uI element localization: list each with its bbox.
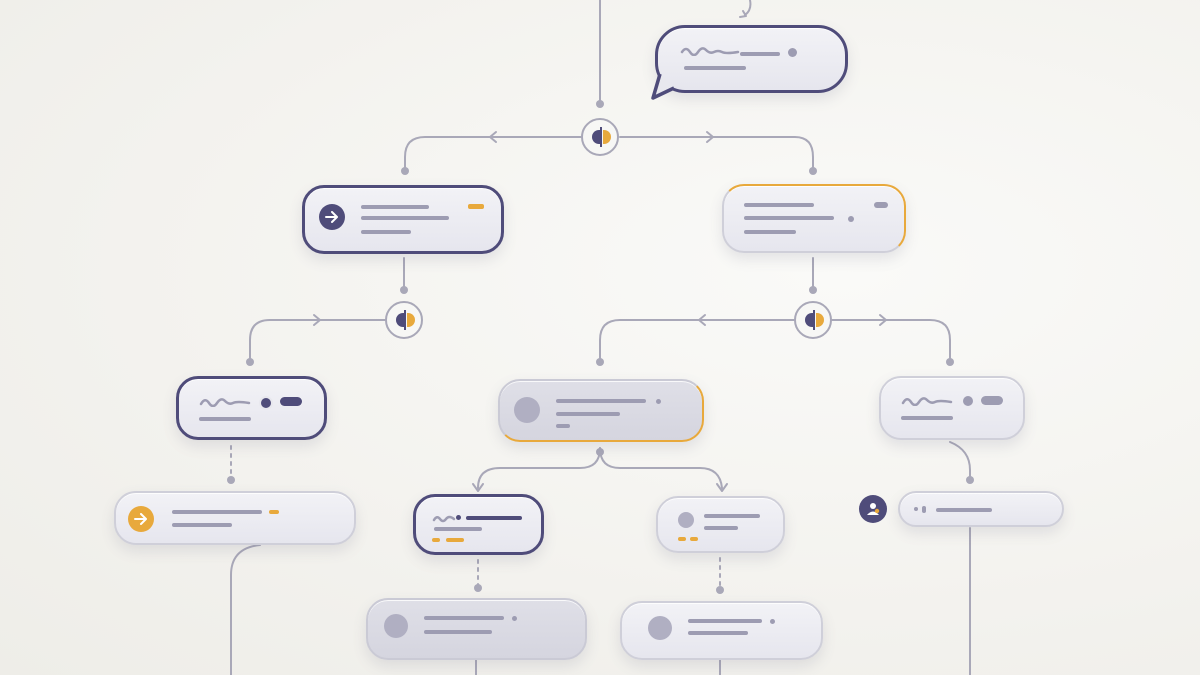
split-icon — [396, 313, 404, 327]
node-b1[interactable] — [366, 598, 587, 660]
link-jright-right — [831, 319, 951, 363]
handwriting-squiggle — [680, 47, 740, 56]
user-icon[interactable] — [859, 495, 887, 523]
message-bubble[interactable] — [655, 25, 848, 93]
node-b2[interactable] — [620, 601, 823, 660]
node-mid[interactable] — [498, 379, 704, 442]
link-l3-down — [230, 544, 261, 675]
link-r2-down — [949, 441, 971, 481]
node-m3b[interactable] — [656, 496, 785, 553]
node-l2[interactable] — [176, 376, 327, 440]
split-icon — [805, 313, 813, 327]
user-icon — [648, 616, 672, 640]
link-jleft-left — [249, 319, 386, 363]
user-icon — [514, 397, 540, 423]
link-junction-top-left — [404, 136, 583, 171]
node-r2[interactable] — [879, 376, 1025, 440]
handwriting-squiggle — [901, 397, 953, 406]
node-r3[interactable] — [898, 491, 1064, 527]
link-junction-top-right — [619, 136, 814, 171]
user-icon-glyph — [867, 503, 880, 515]
split-icon — [592, 130, 600, 144]
node-m3a[interactable] — [413, 494, 544, 555]
link-mid-split-right — [599, 447, 723, 489]
arrow-right-icon — [128, 506, 154, 532]
link-mid-split-left — [477, 447, 601, 489]
user-icon — [678, 512, 694, 528]
bubble-tail — [651, 73, 675, 100]
node-l3[interactable] — [114, 491, 356, 545]
link-top-arrow — [744, 0, 752, 16]
junction-right[interactable] — [794, 301, 832, 339]
node-left[interactable] — [302, 185, 504, 254]
user-icon — [384, 614, 408, 638]
node-right[interactable] — [722, 184, 906, 253]
junction-top[interactable] — [581, 118, 619, 156]
handwriting-squiggle — [199, 398, 251, 407]
junction-left[interactable] — [385, 301, 423, 339]
arrow-right-icon — [319, 204, 345, 230]
link-jright-left — [599, 319, 795, 363]
handwriting-squiggle — [432, 515, 456, 523]
